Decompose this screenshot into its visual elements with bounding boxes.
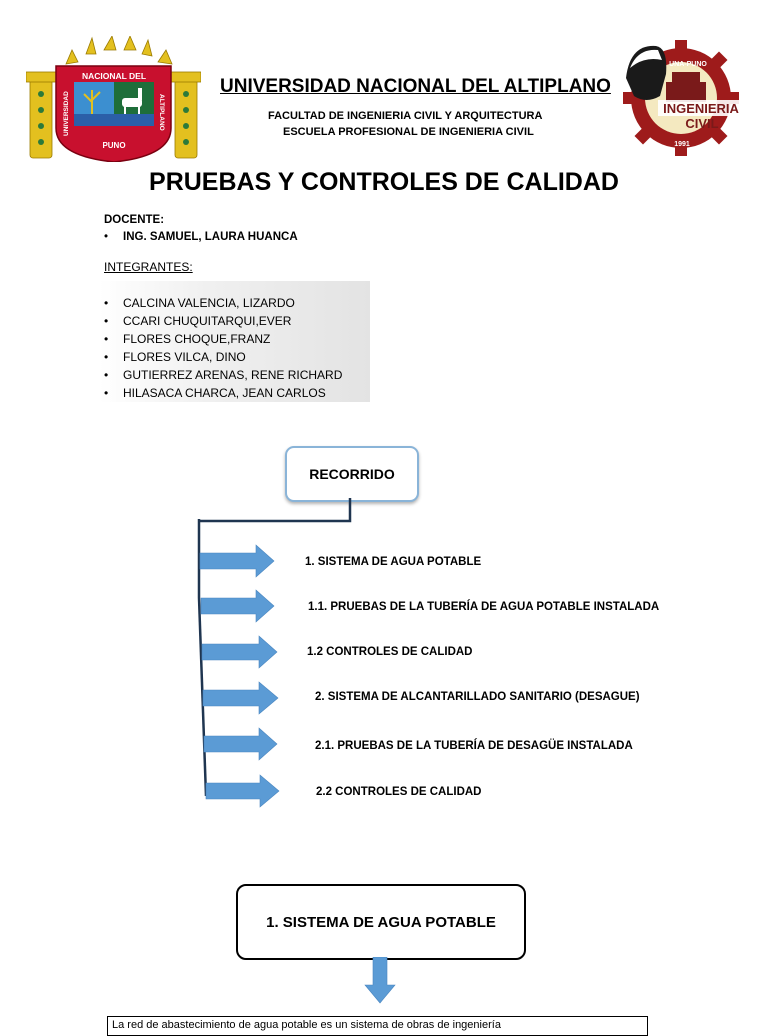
diagram-item: 1.2 CONTROLES DE CALIDAD <box>307 646 473 658</box>
list-item: GUTIERREZ ARENAS, RENE RICHARD <box>104 366 342 384</box>
arrow-4 <box>202 681 279 715</box>
gear-logo-line2: CIVIL <box>685 116 718 131</box>
arrow-1 <box>199 544 275 578</box>
university-crest-logo: NACIONAL DEL UNIVERSIDAD ALTIPLANO PUNO <box>26 36 201 162</box>
arrow-5 <box>203 727 278 761</box>
down-arrow <box>364 957 396 1004</box>
arrow-2 <box>200 589 275 623</box>
crest-right-text: ALTIPLANO <box>158 94 165 131</box>
crest-top-text: NACIONAL DEL <box>82 71 146 81</box>
faculty-name: FACULTAD DE INGENIERIA CIVIL Y ARQUITECT… <box>268 110 543 122</box>
gear-logo-year: 1991 <box>674 141 690 148</box>
members-list: CALCINA VALENCIA, LIZARDO CCARI CHUQUITA… <box>104 294 342 402</box>
section-text-box: La red de abastecimiento de agua potable… <box>107 1016 648 1036</box>
list-item: FLORES VILCA, DINO <box>104 348 342 366</box>
docente-name-row: • ING. SAMUEL, LAURA HUANCA <box>104 231 298 243</box>
gear-logo-line1: INGENIERIA <box>663 101 739 116</box>
crest-bottom-text: PUNO <box>102 141 125 150</box>
section-text: La red de abastecimiento de agua potable… <box>112 1019 501 1031</box>
arrow-6 <box>205 774 280 808</box>
integrantes-label: INTEGRANTES: <box>104 260 193 274</box>
gear-logo-top-text: UNA-PUNO <box>669 61 707 68</box>
bullet: • <box>104 231 109 243</box>
section-title-box: 1. SISTEMA DE AGUA POTABLE <box>236 884 526 960</box>
arrow-3 <box>201 635 278 669</box>
diagram-item: 1. SISTEMA DE AGUA POTABLE <box>305 556 482 568</box>
recorrido-box: RECORRIDO <box>285 446 419 502</box>
section-title: 1. SISTEMA DE AGUA POTABLE <box>266 913 496 931</box>
university-name: UNIVERSIDAD NACIONAL DEL ALTIPLANO <box>220 76 611 97</box>
diagram-item: 2. SISTEMA DE ALCANTARILLADO SANITARIO (… <box>315 691 640 703</box>
crest-left-text: UNIVERSIDAD <box>63 91 70 136</box>
docente-label: DOCENTE: <box>104 214 165 226</box>
page-title: PRUEBAS Y CONTROLES DE CALIDAD <box>149 168 619 196</box>
list-item: CALCINA VALENCIA, LIZARDO <box>104 294 342 312</box>
list-item: FLORES CHOQUE,FRANZ <box>104 330 342 348</box>
list-item: CCARI CHUQUITARQUI,EVER <box>104 312 342 330</box>
recorrido-label: RECORRIDO <box>309 466 395 482</box>
docente-name: ING. SAMUEL, LAURA HUANCA <box>123 231 298 243</box>
diagram-item: 2.1. PRUEBAS DE LA TUBERÍA DE DESAGÜE IN… <box>315 740 633 752</box>
civil-engineering-gear-logo: UNA-PUNO INGENIERIA CIVIL 1991 <box>623 40 744 156</box>
diagram-item: 2.2 CONTROLES DE CALIDAD <box>316 786 482 798</box>
diagram-item: 1.1. PRUEBAS DE LA TUBERÍA DE AGUA POTAB… <box>308 601 660 613</box>
school-name: ESCUELA PROFESIONAL DE INGENIERIA CIVIL <box>283 126 534 138</box>
list-item: HILASACA CHARCA, JEAN CARLOS <box>104 384 342 402</box>
